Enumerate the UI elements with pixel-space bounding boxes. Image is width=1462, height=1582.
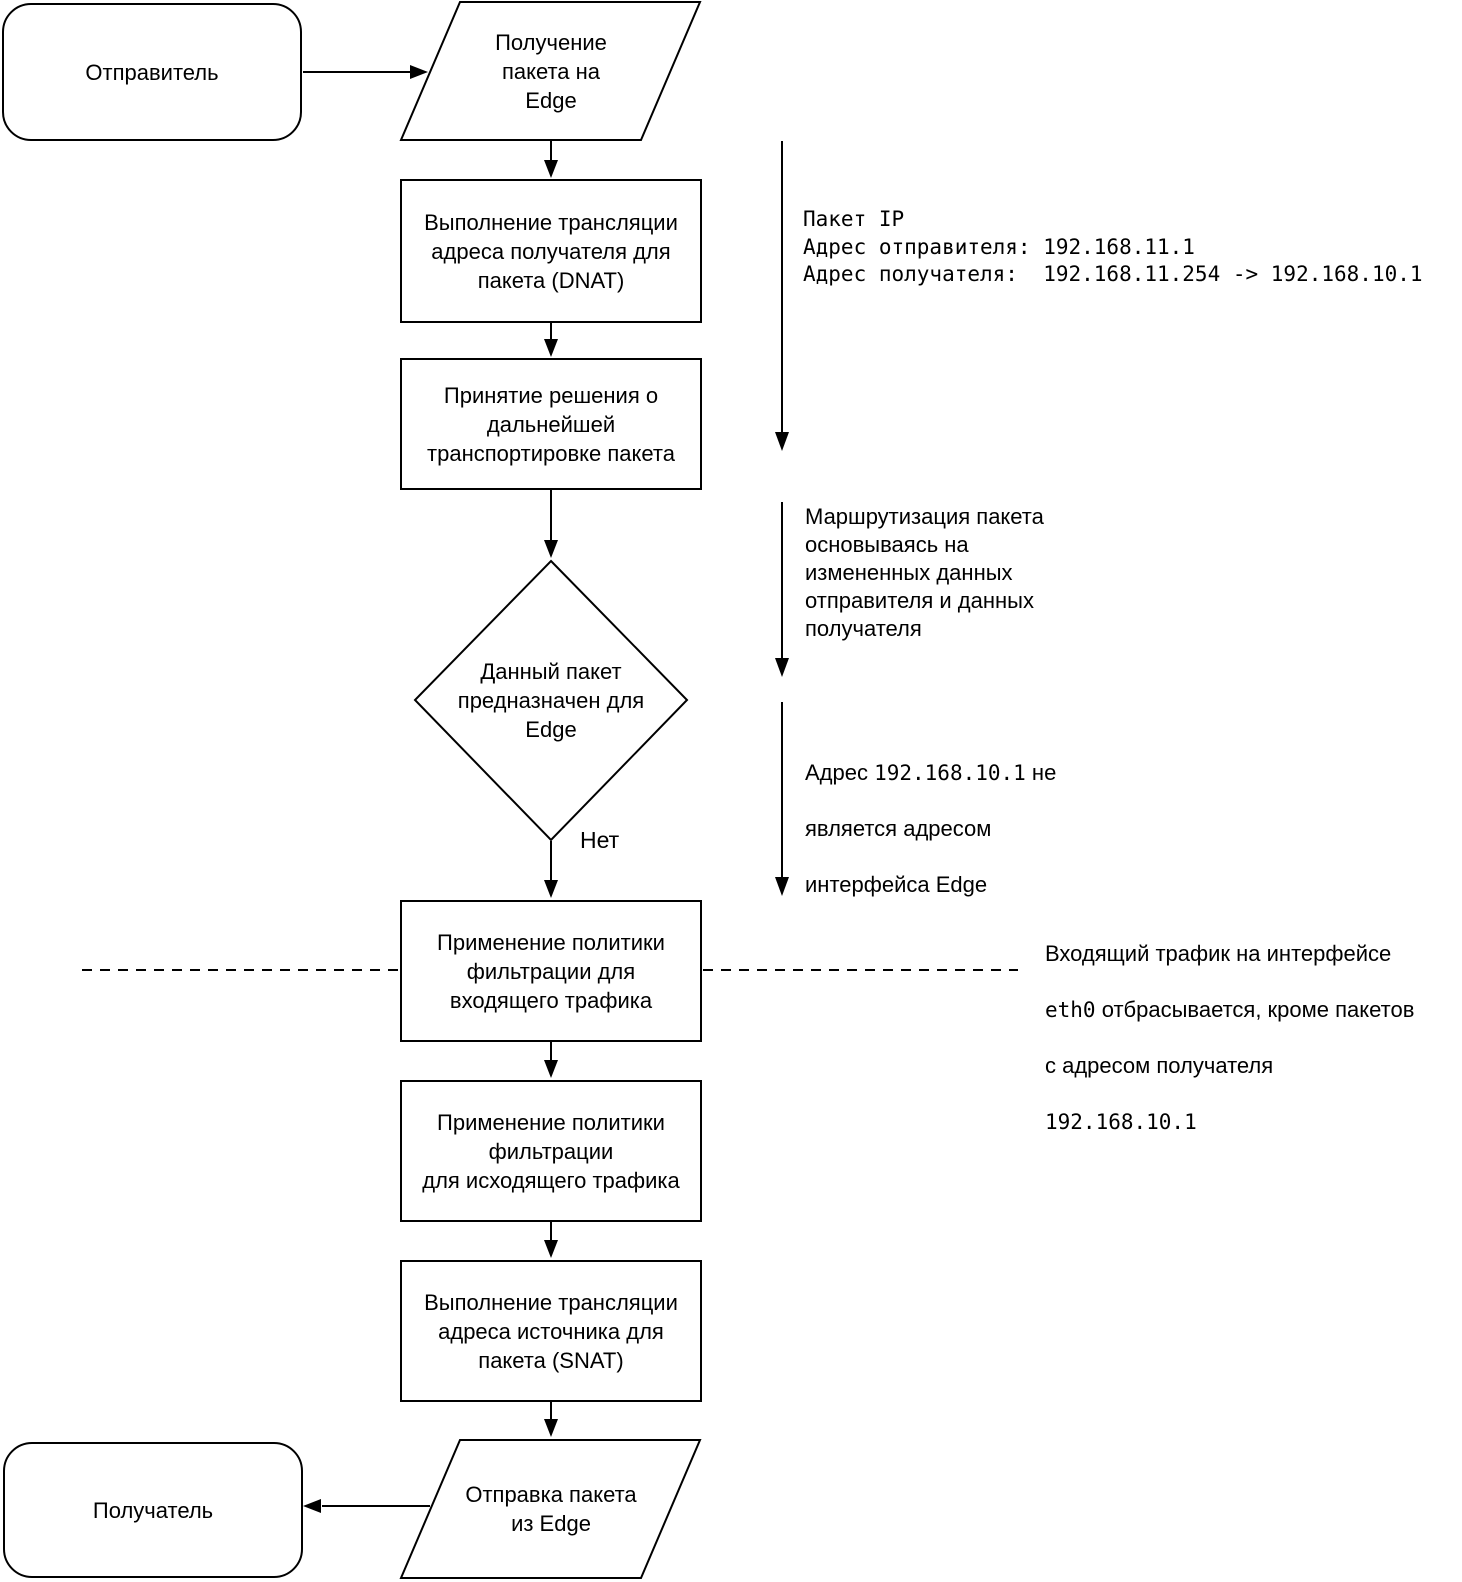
filter-in-process-shape bbox=[400, 900, 702, 1042]
is-for-edge-node-label: Данный пакет предназначен для Edge bbox=[457, 659, 645, 742]
send-node-label: Отправка пакета из Edge bbox=[465, 1482, 637, 1536]
annotation-packet-info: Пакет IP Адрес отправителя: 192.168.11.1… bbox=[803, 207, 1423, 286]
route-decision-node-label: Принятие решения о дальнейшей транспорти… bbox=[427, 382, 675, 466]
arrow-route-decision-to-diamond bbox=[544, 489, 558, 558]
annotation-address-note: Адрес 192.168.10.1 не является адресом и… bbox=[805, 731, 1056, 927]
receiver-node-label: Получатель bbox=[92, 1497, 214, 1523]
annotation-line: Входящий трафик на интерфейсе bbox=[1045, 941, 1392, 966]
annotation-ip: 192.168.10.1 bbox=[874, 761, 1026, 785]
annotation-filter-note: Входящий трафик на интерфейсе eth0 отбра… bbox=[1045, 912, 1414, 1164]
annotation-text: не bbox=[1025, 760, 1057, 785]
annotation-code: eth0 bbox=[1045, 998, 1096, 1022]
sender-terminal-shape bbox=[2, 3, 302, 141]
arrow-receive-to-dnat bbox=[544, 141, 558, 178]
receive-io-shape bbox=[399, 0, 702, 141]
annotation-line: является адресом bbox=[805, 816, 992, 841]
filter-in-node-label: Применение политики фильтрации для входя… bbox=[437, 929, 665, 1013]
arrow-filter-out-to-snat bbox=[544, 1221, 558, 1258]
arrow-dnat-to-route-decision bbox=[544, 322, 558, 357]
annotation-ip: 192.168.10.1 bbox=[1045, 1110, 1197, 1134]
arrow-send-to-receiver bbox=[303, 1499, 430, 1513]
dnat-node-label: Выполнение трансляции адреса получателя … bbox=[424, 209, 678, 293]
annotation-line: eth0 отбрасывается, кроме пакетов bbox=[1045, 996, 1414, 1024]
annotation-line: с адресом получателя bbox=[1045, 1053, 1274, 1078]
arrow-snat-to-send bbox=[544, 1401, 558, 1437]
arrow-diamond-to-filter-in bbox=[544, 841, 558, 898]
route-decision-process-shape bbox=[400, 358, 702, 490]
is-for-edge-decision-shape bbox=[413, 559, 689, 842]
branch-label-no: Нет bbox=[580, 827, 620, 853]
send-io-shape bbox=[399, 1439, 702, 1579]
filter-out-process-shape bbox=[400, 1080, 702, 1222]
arrow-filter-in-to-filter-out bbox=[544, 1041, 558, 1078]
sender-node-label: Отправитель bbox=[85, 59, 219, 85]
annotation-text: Адрес bbox=[805, 760, 875, 785]
annotation-arrow-address bbox=[775, 702, 789, 896]
annotation-text: отбрасывается, кроме пакетов bbox=[1095, 997, 1415, 1022]
arrow-sender-to-receive bbox=[303, 65, 428, 79]
annotation-line: Адрес 192.168.10.1 не bbox=[805, 759, 1056, 787]
annotation-arrow-routing bbox=[775, 502, 789, 677]
snat-node-label: Выполнение трансляции адреса источника д… bbox=[424, 1289, 678, 1373]
annotation-arrow-packet bbox=[775, 141, 789, 451]
snat-process-shape bbox=[400, 1260, 702, 1402]
receive-node-label: Получение пакета на Edge bbox=[495, 29, 607, 113]
filter-out-node-label: Применение политики фильтрации для исход… bbox=[422, 1109, 680, 1193]
annotation-line: интерфейса Edge bbox=[805, 872, 988, 897]
annotation-routing-note: Маршрутизация пакета основываясь на изме… bbox=[805, 504, 1044, 641]
dnat-process-shape bbox=[400, 179, 702, 323]
receiver-terminal-shape bbox=[3, 1442, 303, 1578]
